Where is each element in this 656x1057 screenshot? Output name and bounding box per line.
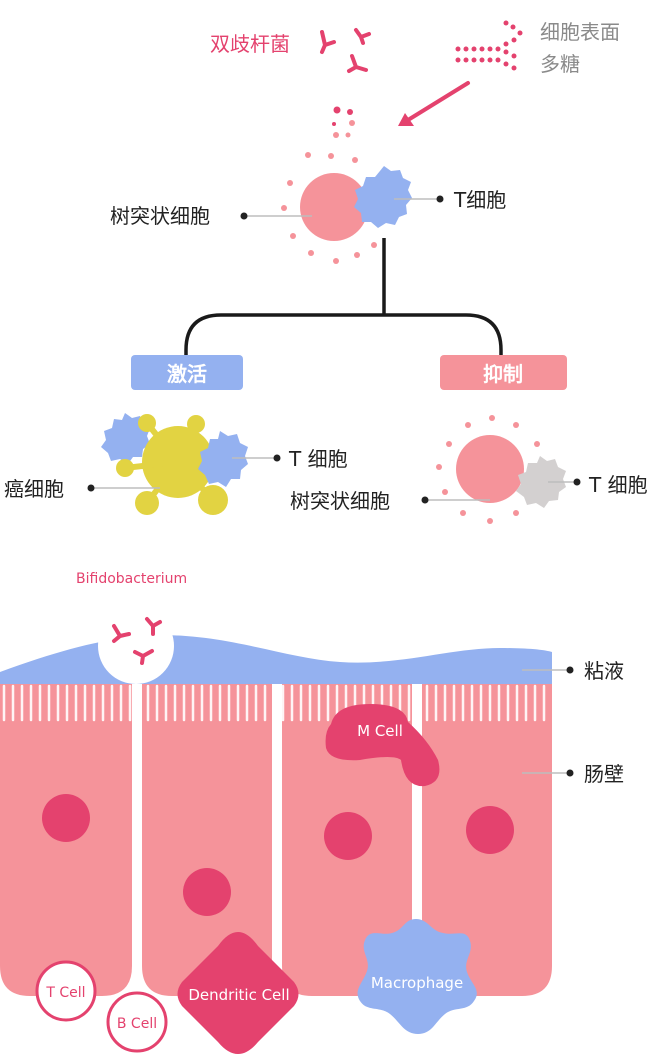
dendritic-cell-label: Dendritic Cell xyxy=(188,986,289,1004)
microvilli xyxy=(2,684,546,722)
m-cell xyxy=(325,704,440,787)
falling-dots xyxy=(332,106,355,138)
activate-t-cell-label: T 细胞 xyxy=(288,447,348,471)
polysaccharide-label-line2: 多糖 xyxy=(540,52,580,76)
b-cell-circle xyxy=(106,991,168,1053)
top-dendritic-cell xyxy=(281,152,377,264)
polysaccharide-label-line1: 细胞表面 xyxy=(540,20,620,44)
top-dendritic-label: 树突状细胞 xyxy=(110,204,210,228)
t-cell-circle xyxy=(35,960,97,1022)
intestinal-wall-label: 肠壁 xyxy=(584,762,624,786)
cancer-cell-label: 癌细胞 xyxy=(4,477,64,501)
inhibit-t-cell-label: T 细胞 xyxy=(588,473,648,497)
macrophage-shape xyxy=(357,919,477,1034)
bifidobacterium-english-label: Bifidobacterium xyxy=(76,571,187,587)
cell-nuclei xyxy=(42,794,514,916)
t-cell-label: T Cell xyxy=(45,985,85,1001)
arrow-icon xyxy=(398,81,470,126)
activate-label: 激活 xyxy=(167,362,207,386)
bifidobacterium-label: 双歧杆菌 xyxy=(210,32,290,56)
top-t-cell xyxy=(354,166,412,228)
cancer-cell xyxy=(116,414,228,515)
mucus-label: 粘液 xyxy=(584,659,624,683)
inhibit-label: 抑制 xyxy=(483,362,523,386)
activate-t-cell-back xyxy=(101,413,150,464)
branch-connector xyxy=(184,238,503,355)
inhibit-badge xyxy=(440,355,567,390)
polysaccharide-dots xyxy=(455,20,523,71)
inhibit-dendritic-label: 树突状细胞 xyxy=(290,489,390,513)
macrophage-label: Macrophage xyxy=(371,974,463,992)
inhibit-dendritic-cell xyxy=(436,415,540,524)
mucus-pocket xyxy=(98,608,174,684)
activate-t-cell-front xyxy=(198,431,248,487)
inhibit-t-cell xyxy=(516,456,566,508)
activate-badge xyxy=(131,355,243,390)
cell-gaps xyxy=(132,684,422,736)
top-t-cell-label: T细胞 xyxy=(453,188,506,212)
dendritic-cell-shape xyxy=(177,932,299,1054)
b-cell-label: B Cell xyxy=(117,1016,157,1032)
bifidobacterium-icon xyxy=(320,28,371,73)
m-cell-label: M Cell xyxy=(357,722,403,740)
bifidobacterium-in-mucus-icon xyxy=(112,617,162,665)
